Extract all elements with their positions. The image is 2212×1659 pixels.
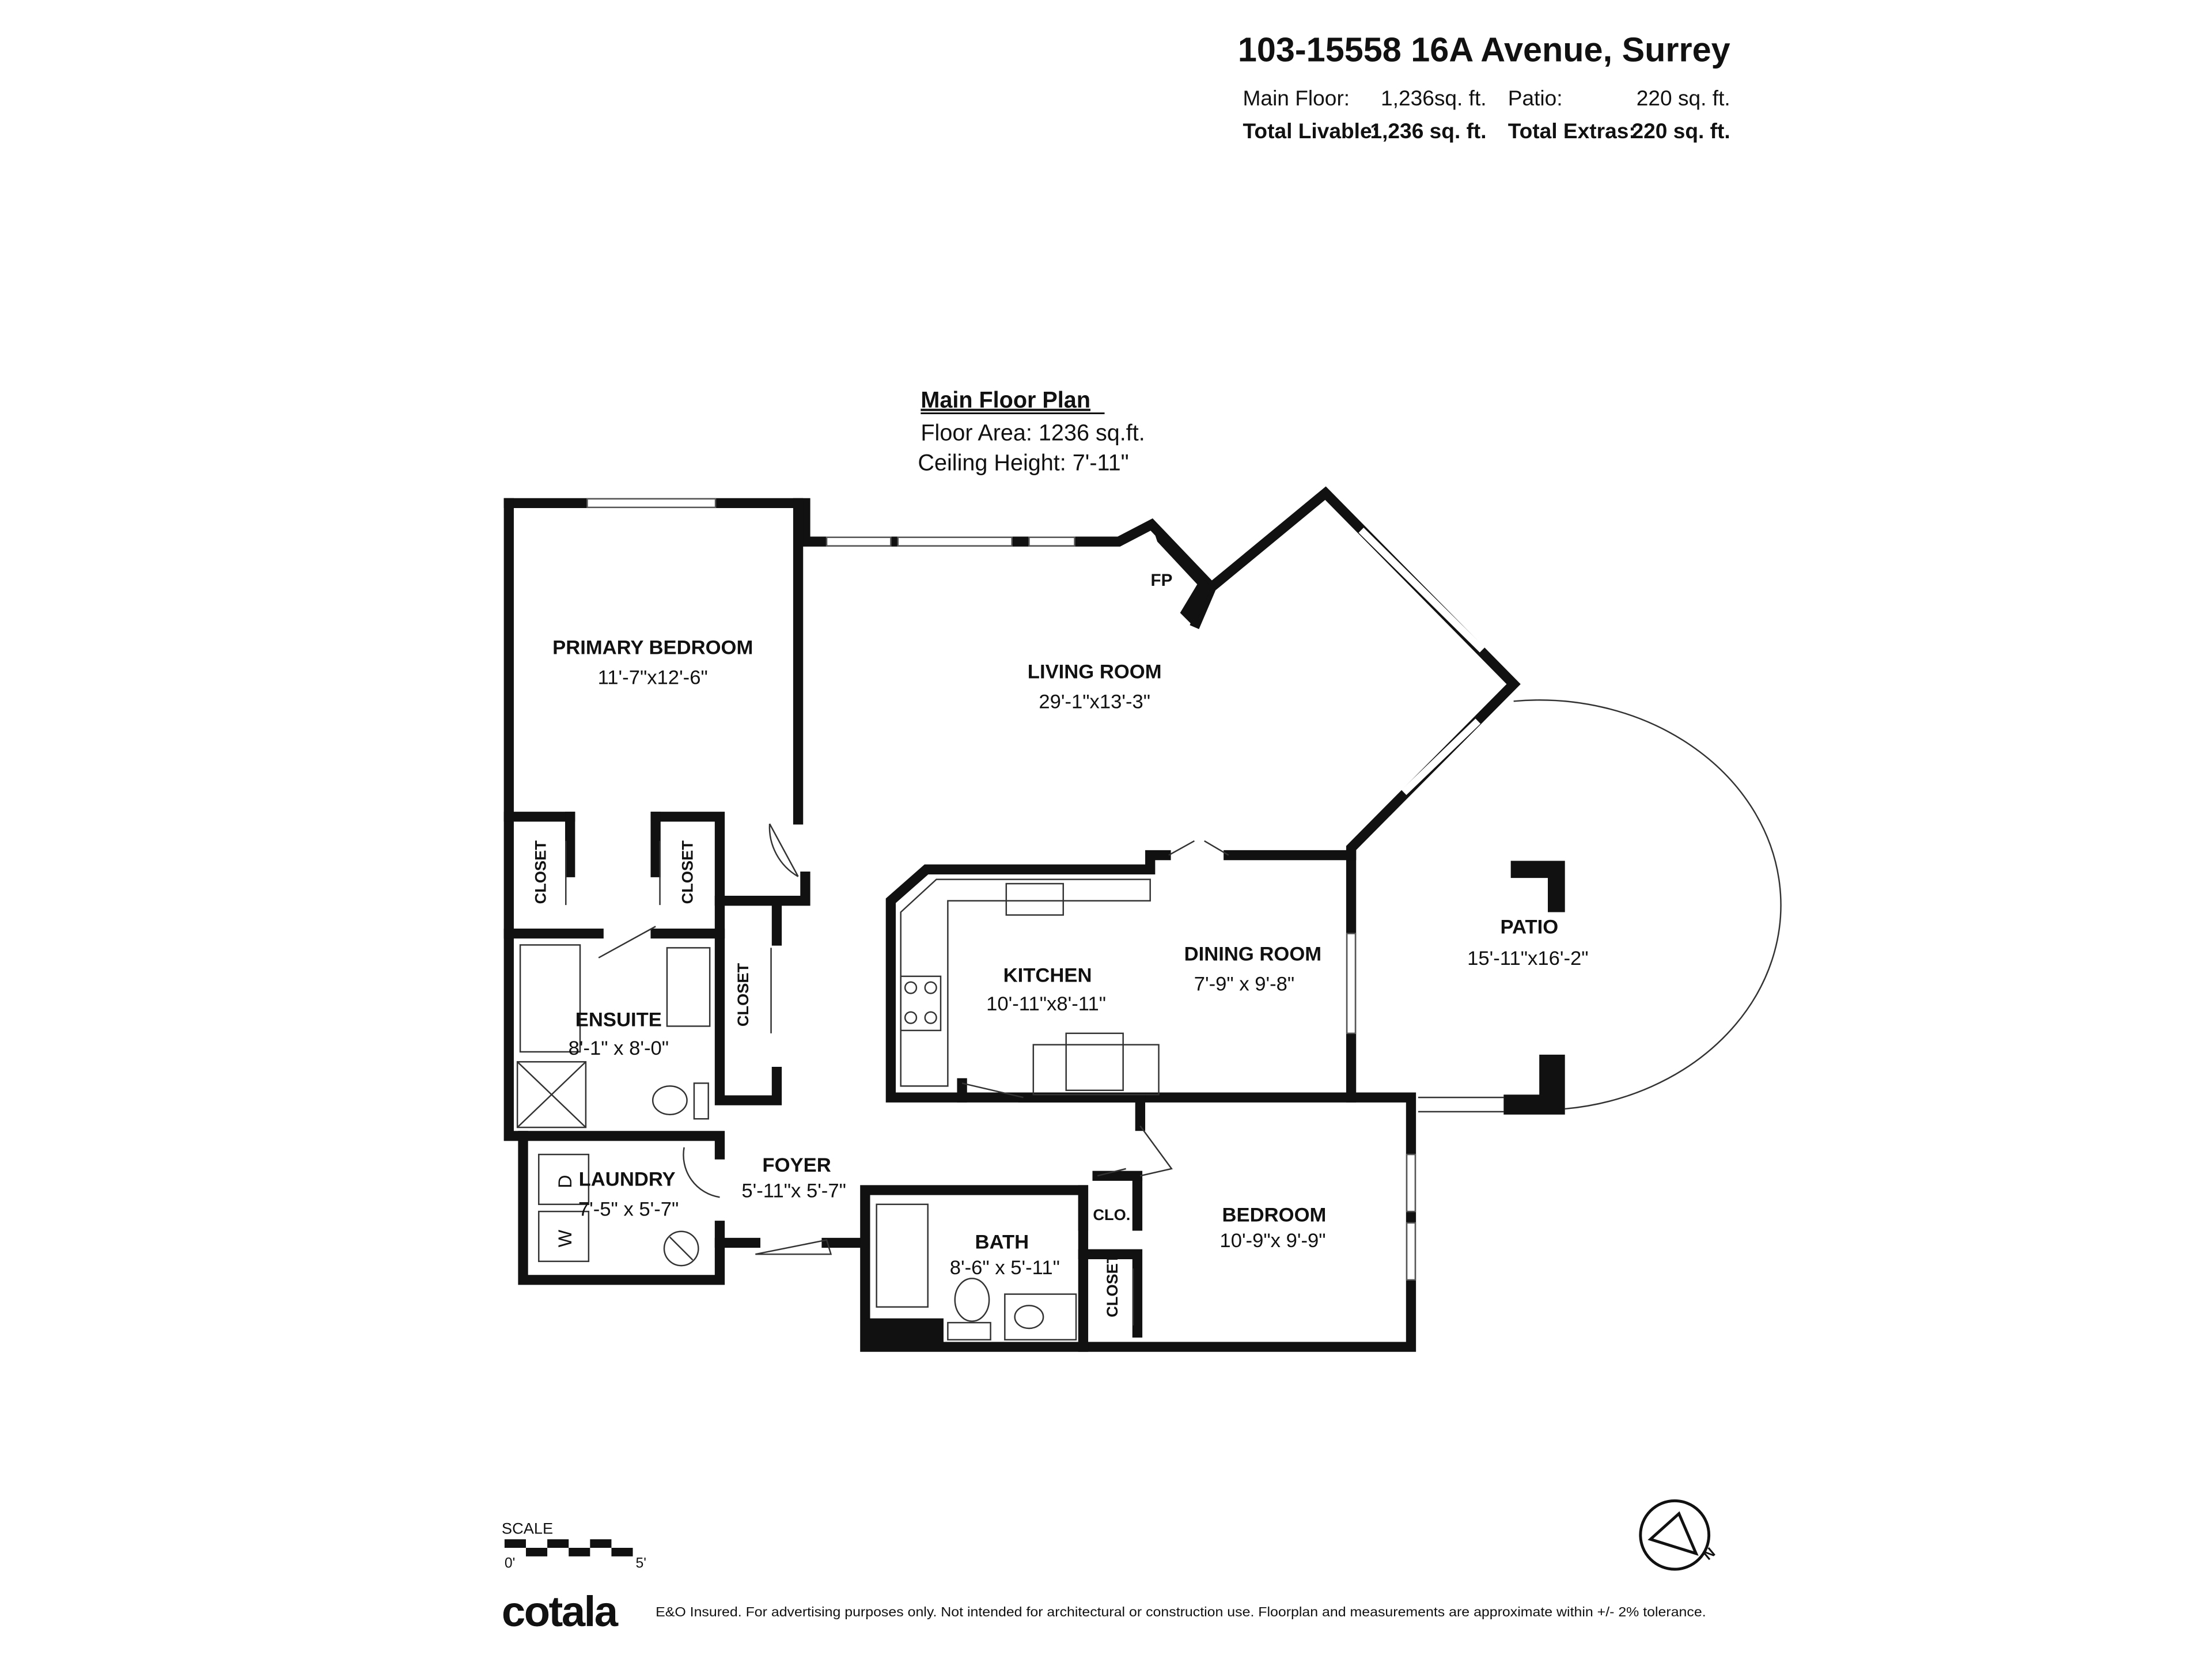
north-arrow-icon: N: [1639, 1499, 1718, 1571]
room-bath: BATH: [975, 1231, 1029, 1253]
room-ensuite-dims: 8'-1" x 8'-0": [569, 1037, 669, 1059]
fireplace-label: FP: [1151, 571, 1173, 590]
svg-text:N: N: [1700, 1545, 1718, 1563]
dryer-label: D: [555, 1175, 575, 1188]
room-laundry-dims: 7'-5" x 5'-7": [578, 1199, 679, 1221]
doors: [565, 823, 1229, 1326]
total-extras-value: 220 sq. ft.: [1632, 119, 1730, 143]
disclaimer: E&O Insured. For advertising purposes on…: [656, 1604, 1706, 1619]
scale-end: 5': [636, 1556, 646, 1571]
main-floor-label: Main Floor:: [1243, 86, 1350, 110]
room-kitchen-dims: 10'-11"x8'-11": [986, 993, 1106, 1015]
main-floor-value: 1,236sq. ft.: [1381, 86, 1487, 110]
scale-bar: [504, 1539, 633, 1556]
ceiling-height: Ceiling Height: 7'-11": [918, 450, 1128, 475]
floor-area: Floor Area: 1236 sq.ft.: [921, 421, 1145, 446]
windows: [586, 498, 1485, 1281]
total-livable-value: 1,236 sq. ft.: [1370, 119, 1486, 143]
room-primary-bedroom-dims: 11'-7"x12'-6": [598, 667, 708, 689]
total-extras-label: Total Extras:: [1508, 119, 1636, 143]
clo-label: CLO.: [1093, 1206, 1130, 1224]
room-kitchen: KITCHEN: [1003, 965, 1092, 987]
address-title: 103-15558 16A Avenue, Surrey: [1238, 30, 1730, 69]
washer-label: W: [555, 1229, 575, 1247]
room-bedroom: BEDROOM: [1222, 1204, 1327, 1226]
closet-label: CLOSET: [1103, 1253, 1121, 1317]
total-livable-label: Total Livable:: [1243, 119, 1379, 143]
closet-label: CLOSET: [734, 963, 752, 1027]
fixtures: [516, 878, 1160, 1341]
patio-label: Patio:: [1508, 86, 1563, 110]
cotala-logo: cotala: [502, 1588, 619, 1635]
room-living-room-dims: 29'-1"x13'-3": [1039, 691, 1150, 713]
room-primary-bedroom: PRIMARY BEDROOM: [552, 637, 753, 659]
room-foyer-dims: 5'-11"x 5'-7": [741, 1180, 846, 1202]
room-foyer: FOYER: [762, 1154, 831, 1176]
room-ensuite: ENSUITE: [575, 1009, 662, 1031]
scale-label: SCALE: [502, 1519, 553, 1537]
room-patio-dims: 15'-11"x16'-2": [1467, 948, 1588, 969]
scale-start: 0': [505, 1556, 515, 1571]
room-patio: PATIO: [1501, 916, 1559, 938]
room-dining-room-dims: 7'-9" x 9'-8": [1194, 974, 1294, 995]
patio-column: [1510, 861, 1565, 912]
patio-value: 220 sq. ft.: [1637, 86, 1730, 110]
fireplace-block: [1152, 524, 1212, 627]
plan-title: Main Floor Plan: [921, 388, 1090, 413]
room-living-room: LIVING ROOM: [1028, 661, 1162, 683]
patio-outline: [1513, 699, 1782, 1110]
room-laundry: LAUNDRY: [579, 1169, 676, 1191]
bath-wall-block: [865, 1318, 944, 1347]
room-bedroom-dims: 10'-9"x 9'-9": [1219, 1230, 1325, 1252]
patio-column: [1503, 1054, 1565, 1115]
closet-label: CLOSET: [678, 840, 696, 904]
room-dining-room: DINING ROOM: [1184, 944, 1322, 965]
closet-label: CLOSET: [532, 840, 550, 904]
room-bath-dims: 8'-6" x 5'-11": [950, 1257, 1060, 1279]
